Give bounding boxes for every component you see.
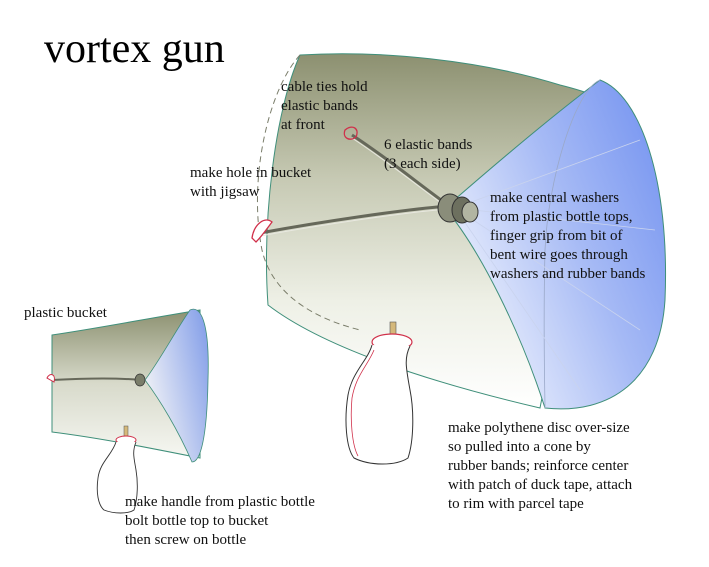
small-bucket-body [51,309,201,459]
label-line: finger grip from bit of [490,228,623,244]
diagram-title: vortex gun [44,26,225,72]
label-line: bolt bottle top to bucket [125,513,269,529]
large-bottle-handle [345,321,414,465]
label-line: make central washers [490,190,620,206]
label-plastic-bucket: plastic bucket [24,304,107,323]
label-line: bent wire goes through [490,247,628,263]
central-washers [437,193,479,224]
label-hole: make hole in bucket with jigsaw [190,164,311,202]
label-line: make handle from plastic bottle [125,494,315,510]
label-line: then screw on bottle [125,532,247,548]
label-line: (3 each side) [384,156,461,172]
elastic-bands [259,133,449,237]
label-line: from plastic bottle tops, [490,209,633,225]
bucket-hole [251,219,273,243]
label-line: so pulled into a cone by [448,439,591,455]
label-line: at front [281,117,325,133]
small-membrane [144,308,209,463]
label-washers: make central washers from plastic bottle… [490,189,645,284]
label-cable-ties: cable ties hold elastic bands at front [281,78,368,135]
small-bottle-handle [96,425,138,514]
label-line: 6 elastic bands [384,137,473,153]
label-line: make hole in bucket [190,165,312,181]
label-line: rubber bands; reinforce center [448,458,629,474]
large-membrane-rim [543,79,601,409]
label-line: elastic bands [281,98,359,114]
label-line: with jigsaw [190,184,260,200]
large-bucket-back-rim [257,54,361,331]
membrane-folds [454,139,656,391]
label-line: washers and rubber bands [490,266,646,282]
large-bucket [251,53,667,465]
label-line: cable ties hold [281,79,368,95]
label-line: with patch of duck tape, attach [448,477,633,493]
label-line: plastic bucket [24,305,107,321]
label-elastic-bands: 6 elastic bands (3 each side) [384,136,472,174]
label-line: make polythene disc over-size [448,420,630,436]
small-bucket [46,308,209,514]
label-polythene: make polythene disc over-size so pulled … [448,419,632,514]
cable-tie-front [343,126,358,140]
label-handle: make handle from plastic bottle bolt bot… [125,493,315,550]
label-line: to rim with parcel tape [448,496,584,512]
